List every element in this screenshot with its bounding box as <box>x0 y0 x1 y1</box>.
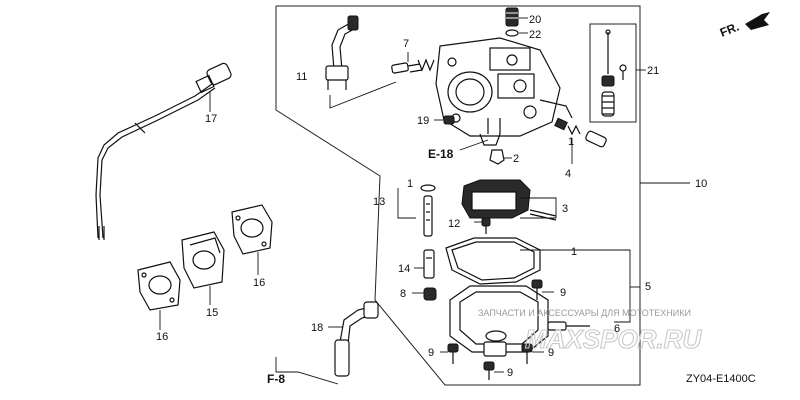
callout-10: 10 <box>695 178 707 190</box>
callout-16-right: 16 <box>253 277 265 289</box>
drain-screw <box>505 7 528 37</box>
watermark-logo: MAXSPOR.RU <box>525 324 702 354</box>
callout-17: 17 <box>205 113 217 125</box>
carburetor-body <box>435 37 573 146</box>
assembly-frame <box>275 5 690 386</box>
callout-18: 18 <box>311 322 323 334</box>
callout-12: 12 <box>448 218 460 230</box>
callout-9-upper: 9 <box>560 287 566 299</box>
bolt-9-bottom <box>483 361 504 380</box>
callout-9-right: 9 <box>548 347 554 359</box>
insulator-gasket-right <box>231 204 273 275</box>
vacuum-tube <box>325 15 397 109</box>
callout-9-left: 9 <box>428 347 434 359</box>
screw-12 <box>474 217 491 234</box>
callout-13: 13 <box>373 196 385 208</box>
callout-9-bottom: 9 <box>507 367 513 379</box>
callout-19: 19 <box>417 115 429 127</box>
bolt-9-left <box>440 343 459 364</box>
callout-8: 8 <box>400 288 406 300</box>
direction-label: FR. <box>718 20 741 40</box>
choke-cable <box>95 62 232 240</box>
callouts: 20 22 7 11 21 17 19 1 2 4 10 1 13 3 12 1… <box>156 14 707 379</box>
drain-screw-6 <box>547 321 590 331</box>
callout-1-mid: 1 <box>571 246 577 258</box>
pilot-screw <box>391 52 435 74</box>
fuel-hose <box>328 301 379 377</box>
callout-11: 11 <box>296 71 307 83</box>
callout-16-left: 16 <box>156 331 168 343</box>
float <box>461 179 557 221</box>
reference-f8: F-8 <box>267 372 285 386</box>
watermark: ЗАПЧАСТИ И АКСЕССУАРЫ ДЛЯ МОТОТЕХНИКИ MA… <box>478 308 703 355</box>
callout-5: 5 <box>645 281 651 293</box>
float-chamber-gasket <box>445 237 631 323</box>
callout-6: 6 <box>614 323 620 335</box>
callout-20: 20 <box>529 14 541 26</box>
needle-set <box>589 23 646 123</box>
callout-22: 22 <box>529 29 541 41</box>
direction-indicator: FR. <box>718 12 770 40</box>
bolt-9-right <box>521 343 544 364</box>
screw-19 <box>434 115 455 125</box>
callout-21: 21 <box>647 65 659 77</box>
e18-leader <box>459 139 489 151</box>
reference-e18: E-18 <box>428 147 454 161</box>
callout-7: 7 <box>403 38 409 50</box>
callout-2: 2 <box>513 153 519 165</box>
insulator-gasket-left <box>137 261 181 330</box>
float-chamber <box>449 285 640 357</box>
callout-3: 3 <box>562 203 568 215</box>
diagram-code: ZY04-E1400C <box>686 373 756 385</box>
throttle-stop-screw <box>554 117 607 164</box>
main-jet <box>489 149 512 165</box>
f8-leader <box>275 357 339 385</box>
watermark-tagline: ЗАПЧАСТИ И АКСЕССУАРЫ ДЛЯ МОТОТЕХНИКИ <box>478 308 691 318</box>
callout-4: 4 <box>565 168 571 180</box>
emulsion-tube <box>397 184 436 237</box>
callout-1-left: 1 <box>407 178 413 190</box>
bolt-9-upper <box>531 279 554 300</box>
callout-1-top: 1 <box>568 136 574 148</box>
insulator-block <box>181 231 225 305</box>
pilot-jet <box>412 287 437 301</box>
callout-14: 14 <box>398 263 410 275</box>
nozzle <box>414 249 435 279</box>
arrow-fr-icon <box>745 12 770 30</box>
callout-15: 15 <box>206 307 218 319</box>
